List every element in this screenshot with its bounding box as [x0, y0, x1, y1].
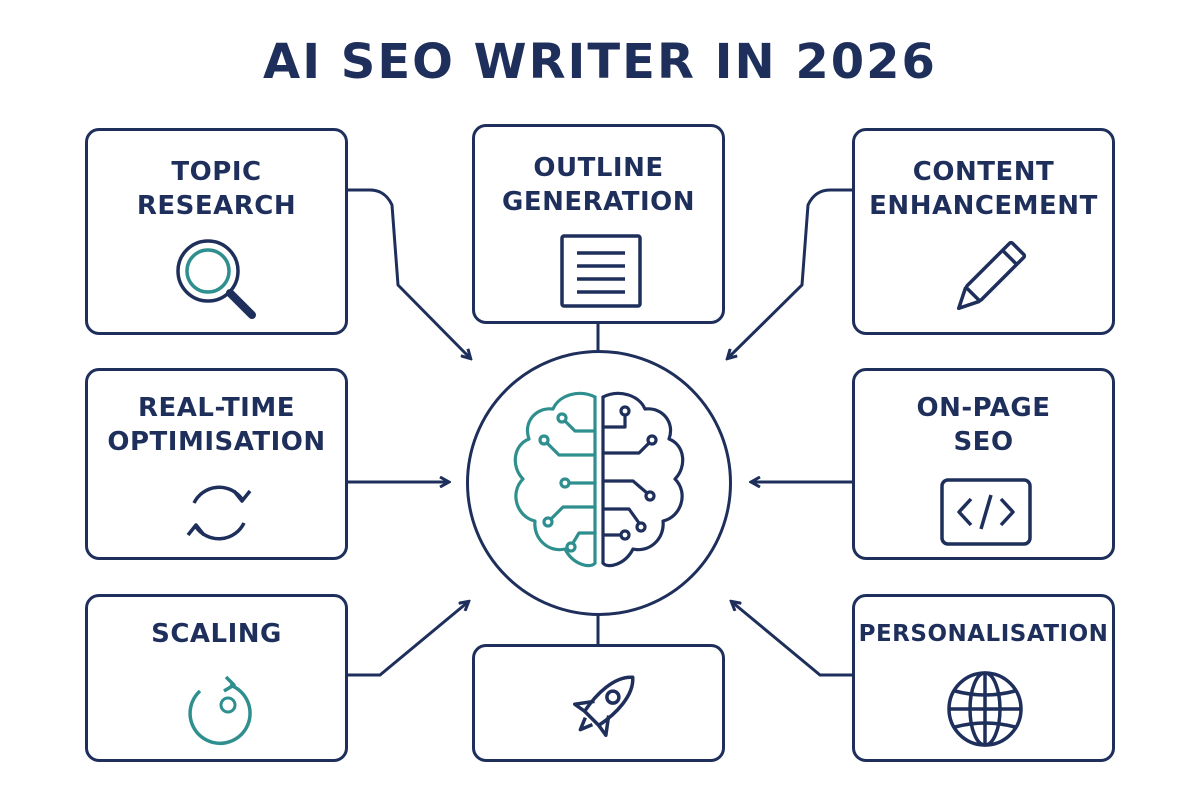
- scaling-label: SCALING: [151, 619, 282, 649]
- outline-generation-label-2: GENERATION: [501, 187, 696, 217]
- content-enhancement-label-1: CONTENT: [912, 157, 1055, 187]
- connector-content-enhancement: [728, 188, 852, 358]
- code-icon: [940, 478, 1032, 546]
- launch-box: [472, 644, 725, 762]
- document-icon: [560, 234, 642, 308]
- rocket-icon: [572, 675, 635, 738]
- connector-personalisation: [732, 602, 852, 677]
- connector-topic-research: [348, 188, 470, 358]
- on-page-seo-label-1: ON-PAGE: [916, 393, 1051, 423]
- on-page-seo-box: ON-PAGE SEO: [852, 368, 1115, 560]
- magnifier-icon: [176, 239, 256, 319]
- topic-research-box: TOPIC RESEARCH: [85, 128, 348, 335]
- real-time-optimisation-label-1: REAL-TIME: [138, 393, 295, 423]
- topic-research-label-1: TOPIC: [171, 157, 262, 187]
- diagram-title: AI SEO WRITER IN 2026: [263, 34, 937, 90]
- brain-circuit-icon: [513, 391, 685, 568]
- personalisation-box: PERSONALISATION: [852, 594, 1115, 762]
- outline-generation-label-1: OUTLINE: [533, 153, 664, 183]
- real-time-optimisation-label-2: OPTIMISATION: [107, 427, 326, 457]
- center-hub: [466, 350, 732, 616]
- content-enhancement-label-2: ENHANCEMENT: [869, 191, 1098, 221]
- content-enhancement-box: CONTENT ENHANCEMENT: [852, 128, 1115, 335]
- personalisation-label: PERSONALISATION: [858, 621, 1109, 647]
- refresh-icon: [186, 485, 252, 541]
- scaling-box: SCALING: [85, 594, 348, 762]
- pencil-icon: [956, 240, 1027, 311]
- globe-icon: [947, 671, 1023, 747]
- topic-research-label-2: RESEARCH: [136, 191, 297, 221]
- connector-scaling: [348, 602, 468, 677]
- outline-generation-box: OUTLINE GENERATION: [472, 124, 725, 324]
- cycle-icon: [188, 675, 252, 746]
- on-page-seo-label-2: SEO: [953, 427, 1014, 457]
- real-time-optimisation-box: REAL-TIME OPTIMISATION: [85, 368, 348, 560]
